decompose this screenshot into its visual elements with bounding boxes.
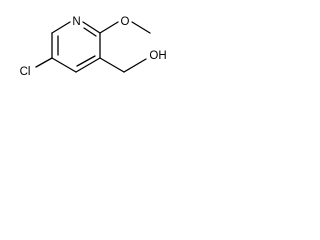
bond-c6-n1: [51, 21, 71, 34]
bonds: [35, 21, 151, 73]
bond-c3-ch2: [99, 57, 125, 73]
atom-label-n: N: [72, 16, 80, 28]
bond-c3-c4-inner: [76, 55, 96, 67]
bond-c5-cl: [35, 57, 53, 68]
bond-c3-c4: [75, 57, 101, 73]
bond-c2-o: [99, 21, 119, 34]
atom-labels: N O Cl OH: [20, 16, 167, 78]
bond-c4-c5: [51, 57, 77, 73]
atom-label-o-methoxy: O: [121, 16, 130, 28]
bond-ch2-oh: [123, 58, 147, 73]
bond-n1-c2: [82, 21, 101, 34]
bond-o-ch3: [131, 21, 151, 34]
molecule-structure: N O Cl OH: [20, 16, 167, 78]
bond-n1-c2-inner: [83, 27, 97, 37]
atom-label-oh: OH: [149, 50, 166, 62]
atom-label-cl: Cl: [20, 66, 31, 78]
